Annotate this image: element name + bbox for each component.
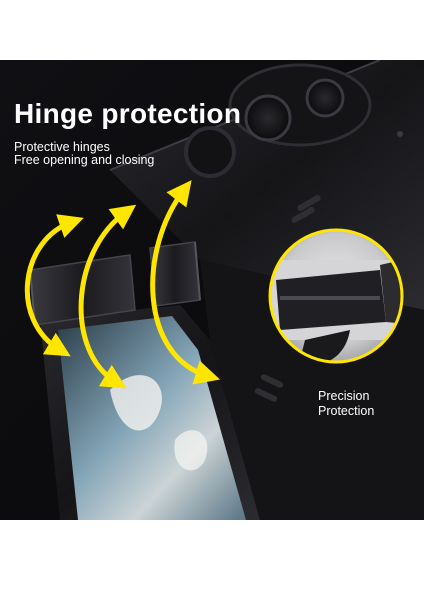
- rotation-arrow-icon: [24, 214, 84, 357]
- hinge-protection-banner: Hinge protection Protective hinges Free …: [0, 60, 424, 520]
- side-button-slot: [291, 207, 315, 223]
- rotation-arrow-icon: [150, 180, 220, 385]
- camera-lens-icon: [244, 94, 292, 142]
- headline-title: Hinge protection: [14, 98, 242, 129]
- speaker-grille: [260, 374, 284, 388]
- feature-free-opening: Free opening and closing: [14, 153, 155, 167]
- speaker-grille: [254, 388, 278, 402]
- callout-label-line-2: Protection: [318, 404, 375, 418]
- rotation-arrow-icon: [78, 204, 137, 389]
- camera-module: [184, 63, 372, 178]
- callout-label-line-1: Precision: [318, 389, 370, 403]
- hinge-zoom-lens: [268, 228, 404, 364]
- side-button-slot: [297, 195, 321, 211]
- camera-lens-icon: [305, 78, 345, 118]
- phone-case-illustration: [0, 60, 424, 520]
- feature-protective-hinges: Protective hinges: [14, 140, 110, 154]
